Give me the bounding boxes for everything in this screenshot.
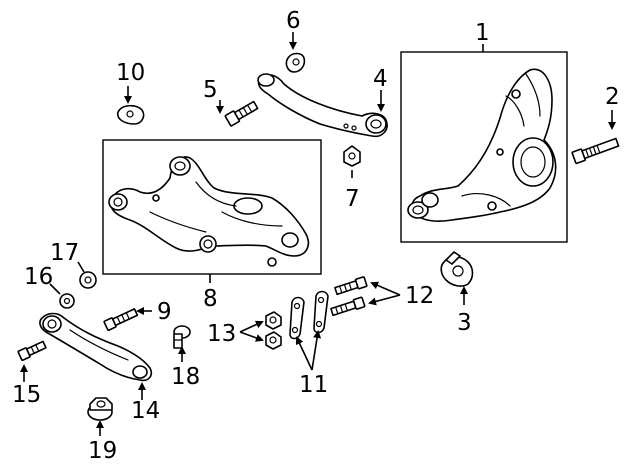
leader-12b	[368, 294, 401, 306]
bolt-part-12a[interactable]	[334, 276, 368, 296]
bolt-part-2[interactable]	[571, 137, 620, 165]
subframe-part[interactable]	[108, 156, 310, 267]
callout-3: 3	[457, 310, 472, 336]
nut-part-7[interactable]	[343, 145, 361, 167]
callout-14: 14	[131, 398, 160, 424]
leader-16	[49, 283, 61, 295]
callout-8: 8	[203, 286, 218, 312]
callout-13: 13	[207, 321, 236, 347]
bolt-part-18[interactable]	[173, 325, 191, 349]
callout-6: 6	[286, 8, 301, 34]
bracket-part-3[interactable]	[440, 251, 474, 287]
bolt-part-9[interactable]	[103, 308, 139, 332]
callout-10: 10	[116, 60, 145, 86]
callout-12: 12	[405, 283, 434, 309]
leader-11b	[311, 330, 322, 371]
bracket-part-6[interactable]	[285, 52, 306, 73]
callout-5: 5	[203, 77, 218, 103]
strap-part-11[interactable]	[289, 290, 329, 340]
callout-17: 17	[50, 240, 79, 266]
callout-7: 7	[345, 186, 360, 212]
leader-12a	[370, 281, 401, 296]
callout-9: 9	[157, 299, 172, 325]
callout-19: 19	[88, 438, 117, 464]
callout-16: 16	[24, 264, 53, 290]
nut-part-17[interactable]	[79, 271, 97, 289]
leader-13a	[239, 320, 264, 333]
bolt-part-5[interactable]	[224, 100, 259, 127]
callout-2: 2	[605, 84, 620, 110]
lower-arm-part-14[interactable]	[39, 312, 153, 382]
nut-part-19[interactable]	[87, 397, 113, 421]
callout-15: 15	[12, 382, 41, 408]
bracket-part-10[interactable]	[116, 104, 145, 125]
leader-13b	[239, 331, 264, 342]
bolt-part-12b[interactable]	[330, 296, 366, 317]
callout-11: 11	[299, 372, 328, 398]
washer-part-16[interactable]	[59, 293, 75, 309]
bolt-part-15[interactable]	[17, 340, 47, 362]
callout-1: 1	[475, 20, 490, 46]
knuckle-part[interactable]	[407, 68, 557, 222]
nut-part-13a[interactable]	[265, 311, 282, 330]
knuckle-frame	[400, 51, 568, 243]
callout-18: 18	[171, 364, 200, 390]
callout-4: 4	[373, 66, 388, 92]
upper-arm-part-4[interactable]	[257, 73, 388, 138]
leader-17	[77, 261, 85, 273]
subframe-frame	[102, 139, 322, 275]
leader-11a	[295, 336, 313, 371]
nut-part-13b[interactable]	[265, 331, 282, 350]
